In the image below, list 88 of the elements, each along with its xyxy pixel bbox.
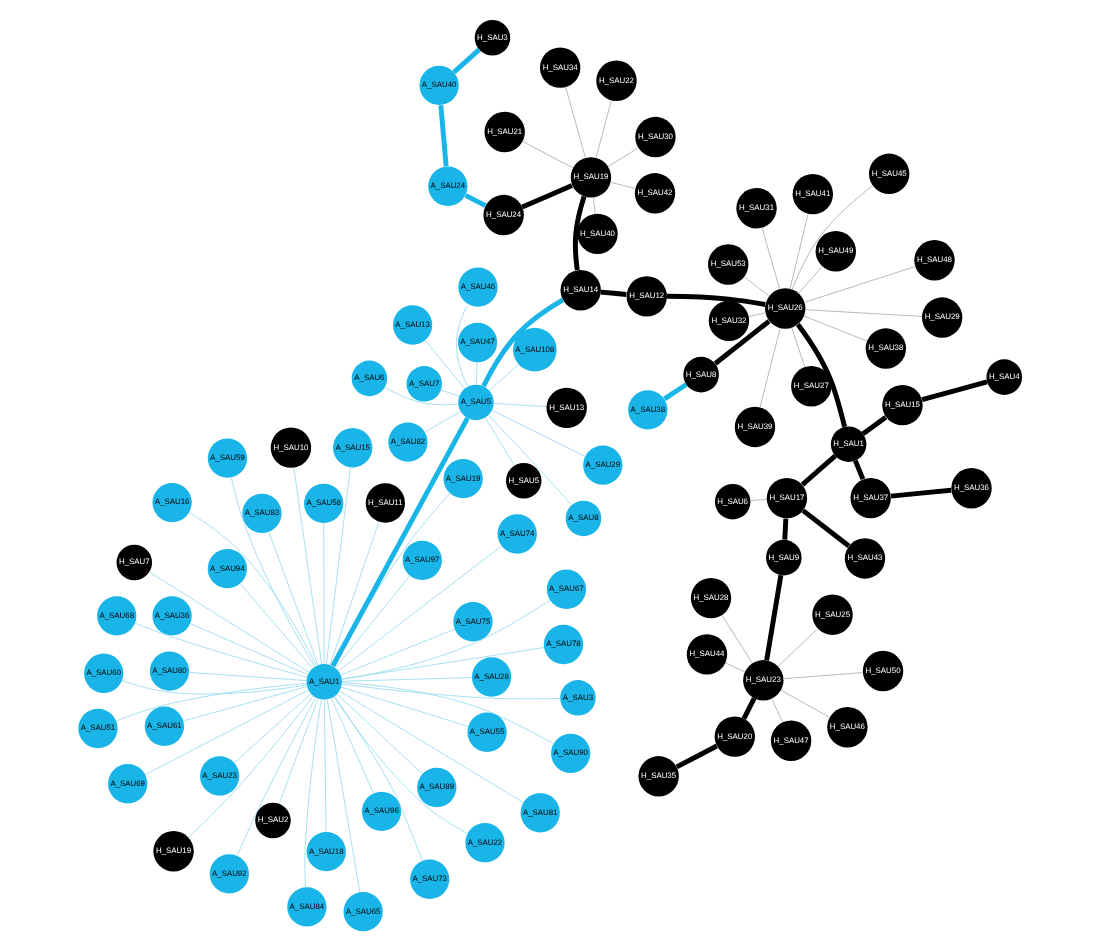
connector xyxy=(121,680,307,695)
connector xyxy=(440,389,460,397)
connector xyxy=(329,521,380,666)
connector xyxy=(424,339,466,389)
connector xyxy=(600,289,627,297)
connector xyxy=(592,197,596,215)
connector xyxy=(805,309,923,317)
connector xyxy=(491,409,586,457)
connector xyxy=(341,683,561,700)
connector xyxy=(481,297,565,388)
connector xyxy=(115,682,307,722)
connector xyxy=(780,689,830,718)
connector xyxy=(341,682,554,744)
connector xyxy=(800,454,837,487)
connector xyxy=(743,276,770,297)
connector xyxy=(607,147,639,167)
connector xyxy=(234,693,312,764)
connector xyxy=(750,499,768,501)
connector xyxy=(795,322,847,428)
connector xyxy=(452,47,481,74)
connector xyxy=(725,662,746,673)
connector xyxy=(861,415,888,436)
connector xyxy=(189,512,317,666)
connector xyxy=(803,315,868,342)
connector xyxy=(789,213,809,290)
connector xyxy=(424,411,461,433)
connector xyxy=(338,545,502,672)
connector xyxy=(610,181,636,189)
connector xyxy=(268,531,319,666)
connector xyxy=(804,266,916,303)
connector xyxy=(853,459,866,480)
connector xyxy=(761,227,780,290)
connector xyxy=(759,327,781,408)
connector xyxy=(326,699,361,893)
connector xyxy=(663,382,688,401)
connector xyxy=(476,362,478,385)
connector xyxy=(771,698,783,723)
connector xyxy=(801,508,851,548)
connector xyxy=(340,686,469,727)
connector xyxy=(335,575,410,669)
connector xyxy=(890,487,952,499)
connector xyxy=(777,628,818,667)
connector xyxy=(190,623,309,676)
connector xyxy=(323,522,325,665)
connector xyxy=(721,614,753,664)
connector xyxy=(183,686,308,722)
connector xyxy=(782,518,789,540)
connector xyxy=(572,195,587,271)
connector xyxy=(464,193,487,208)
connector xyxy=(595,100,612,159)
connector xyxy=(488,415,572,506)
connector xyxy=(230,477,316,668)
connector xyxy=(341,677,473,682)
connector xyxy=(921,379,988,403)
connector xyxy=(764,574,784,661)
connector xyxy=(324,699,327,833)
connector xyxy=(485,417,515,466)
connector xyxy=(188,672,307,681)
connector xyxy=(798,266,823,294)
connector xyxy=(239,583,313,669)
connector xyxy=(304,699,322,888)
connector xyxy=(340,628,455,676)
connector xyxy=(522,141,574,169)
connector xyxy=(791,327,806,368)
connector xyxy=(493,403,547,407)
connector xyxy=(337,693,423,775)
connector xyxy=(748,312,766,317)
connector xyxy=(667,293,766,307)
connector xyxy=(384,387,459,406)
connector xyxy=(675,743,718,770)
connector xyxy=(236,697,317,856)
connector xyxy=(334,696,423,862)
connector xyxy=(326,467,351,665)
connector xyxy=(278,698,319,805)
connector xyxy=(341,647,545,680)
connector xyxy=(293,467,323,665)
connector xyxy=(741,697,757,720)
connector xyxy=(488,363,519,391)
connector xyxy=(331,697,374,794)
connector xyxy=(455,304,469,387)
connector xyxy=(339,690,524,803)
connector xyxy=(565,87,586,159)
connector xyxy=(783,672,864,680)
connector xyxy=(791,185,874,290)
connector xyxy=(134,622,308,678)
connector xyxy=(713,319,771,366)
connector xyxy=(438,105,449,167)
connector xyxy=(521,183,573,210)
